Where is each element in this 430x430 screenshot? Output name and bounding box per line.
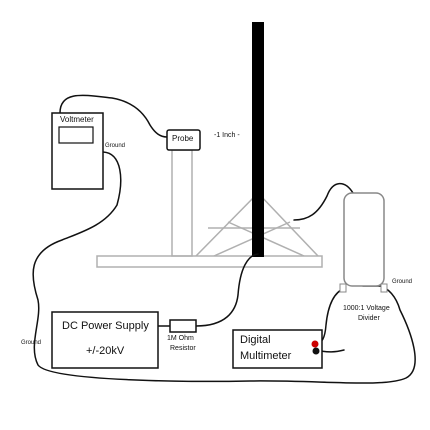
- probe-label: Probe: [172, 134, 194, 143]
- power-supply-label-line2: +/-20kV: [86, 345, 125, 357]
- digital-multimeter: [232, 329, 323, 369]
- divider-terminal-left: [339, 283, 347, 293]
- stand-base-bar: [96, 255, 323, 268]
- stand-brace-left: [195, 192, 259, 257]
- conductor-pole: [252, 22, 264, 257]
- wire-voltmeter-to-probe: [59, 94, 168, 138]
- divider-label-line2: Divider: [358, 315, 380, 322]
- distance-label: -1 Inch -: [214, 132, 240, 139]
- ground-label-supply: Ground: [21, 340, 42, 346]
- wiring: [32, 94, 416, 384]
- voltmeter-label: Voltmeter: [60, 115, 94, 124]
- voltmeter-body: [51, 112, 104, 190]
- voltage-divider: [339, 192, 388, 293]
- probe-support-post: [171, 149, 193, 257]
- resistor-label-line2: Resistor: [170, 345, 196, 352]
- ground-label-voltmeter: Ground: [105, 143, 126, 149]
- stand-brace-right: [257, 192, 319, 257]
- multimeter-label-line2: Multimeter: [240, 350, 292, 362]
- resistor-label-line1: 1M Ohm: [167, 335, 194, 342]
- ground-label-divider: Ground: [392, 279, 413, 285]
- multimeter-label-line1: Digital: [240, 334, 271, 346]
- voltmeter: [51, 112, 104, 190]
- wire-divider-to-pole: [293, 182, 354, 221]
- probe-box: [166, 129, 201, 151]
- divider-label-line1: 1000:1 Voltage: [343, 305, 390, 312]
- divider-cylinder: [343, 192, 385, 287]
- wire-resistor-to-pole: [195, 253, 259, 327]
- voltmeter-display: [58, 126, 94, 144]
- power-supply-box: [51, 311, 159, 369]
- divider-terminal-right: [380, 283, 388, 293]
- wire-ground-loop: [32, 151, 416, 384]
- resistor-body: [169, 319, 197, 333]
- multimeter-terminal-red: [311, 340, 319, 348]
- multimeter-terminal-black: [312, 347, 320, 355]
- stand-brace-cross-c: [227, 221, 305, 257]
- multimeter-box: [232, 329, 323, 369]
- support-stand: [96, 149, 323, 268]
- power-supply-label-line1: DC Power Supply: [62, 320, 149, 332]
